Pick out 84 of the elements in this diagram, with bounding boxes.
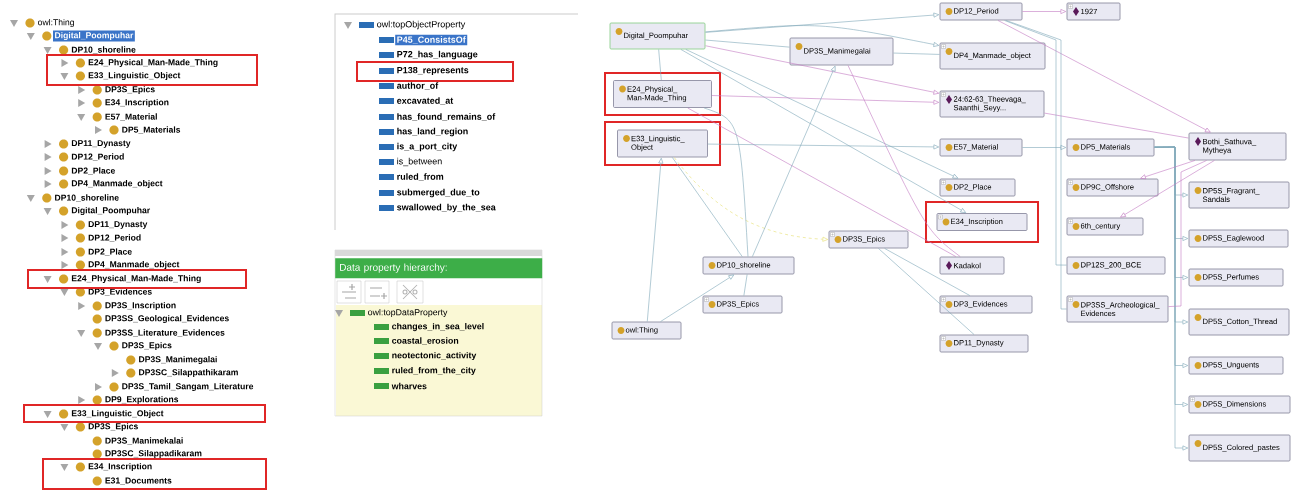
connector [646,157,664,322]
tree-item: DP2_Place [88,248,132,256]
panel-header: Data property hierarchy: [335,258,543,279]
connector [687,107,957,257]
connector [1005,20,1067,310]
tree-item: Digital_Poompuhar [71,207,150,216]
tree-item: DP2_Place [71,167,115,175]
tree-item: E24_Physical_Man-Made_Thing [88,59,218,68]
connector [658,49,662,81]
connector [878,248,975,335]
connector [752,65,836,257]
highlight-frame [46,54,258,86]
connector [673,157,829,242]
connector [680,49,967,213]
tree-item: changes_in_sea_level [392,322,484,332]
connector [997,20,1211,133]
connector [672,157,743,257]
tree-item: E57_Material [105,113,157,121]
tree-item: has_land_region [397,127,468,137]
tree-item: E31_Documents [105,477,172,485]
tree-item: DP5_Materials [122,126,181,134]
connector [1022,9,1067,14]
highlight-frame [27,269,247,289]
tree-item: DP3S_Manimegalai [139,356,217,365]
connector [705,25,940,47]
connector [847,65,961,257]
highlight-frame [356,61,514,82]
highlight-frame [604,72,721,116]
connector [705,12,940,33]
connector [893,52,940,55]
tree-item: E34_Inscription [88,463,152,471]
tree-item: submerged_due_to [397,188,480,198]
tree-item: owl:Thing [38,19,74,27]
connector [711,95,940,105]
tree-item: owl:topObjectProperty [377,20,466,30]
tree-item: has_found_remains_of [397,113,496,121]
tree-item: is_a_port_city [397,142,458,152]
connector [1168,160,1207,307]
tree-item: DP3SS_Literature_Evidences [105,329,225,337]
selected-tree-item: P45_ConsistsOf [395,34,468,46]
tree-item: DP12_Period [71,153,124,161]
tree-item: E33_Linguistic_Object [88,72,181,81]
connector [660,274,735,322]
connector [1044,112,1189,139]
connector [743,274,748,296]
tree-item: DP3S_Epics [122,342,172,350]
highlight-frame [925,201,1039,243]
tree-item: DP3S_Inscription [105,302,176,310]
connector [703,107,749,257]
highlight-frame [42,458,267,490]
tree-item: swallowed_by_the_sea [397,203,496,213]
tree-item: DP3SS_Geological_Evidences [105,315,229,324]
tree-item: P138_represents [397,66,469,76]
tree-item: E33_Linguistic_Object [71,410,164,419]
connector [884,248,971,296]
tree-item: DP3SC_Silappathikaram [139,369,238,377]
tree-item: DP11_Dynasty [88,221,148,229]
tree-item: is_between [397,157,442,167]
connector [705,39,790,48]
tree-item: DP3S_Tamil_Sangam_Literature [122,383,254,392]
tree-item: wharves [391,382,427,390]
tree-item: coastal_erosion [392,337,459,345]
highlight-frame [23,404,266,423]
connector [685,49,959,179]
connector [1140,160,1196,180]
tree-item: DP10_shoreline [55,194,119,202]
tree-item: DP12_Period [88,234,141,242]
connector [705,45,940,95]
tree-item: DP3S_Manimekalai [105,437,183,445]
tree-item: owl:topDataProperty [368,308,448,318]
tree-item: excavated_at [397,97,454,105]
connector [1120,160,1215,218]
connector [1022,145,1067,150]
tree-item: E24_Physical_Man-Made_Thing [71,275,201,284]
highlight-frame [604,121,721,166]
selected-tree-item: Digital_Poompuhar [53,30,135,42]
connector [707,143,940,150]
tree-item: DP11_Dynasty [71,140,131,148]
tree-item: ruled_from [397,173,444,181]
tree-item: E34_Inscription [105,99,169,107]
connector [1004,20,1067,266]
tree-item: ruled_from_the_city [392,366,476,376]
tree-item: DP4_Manmade_object [71,180,163,188]
tree-item: neotectonic_activity [392,351,477,361]
